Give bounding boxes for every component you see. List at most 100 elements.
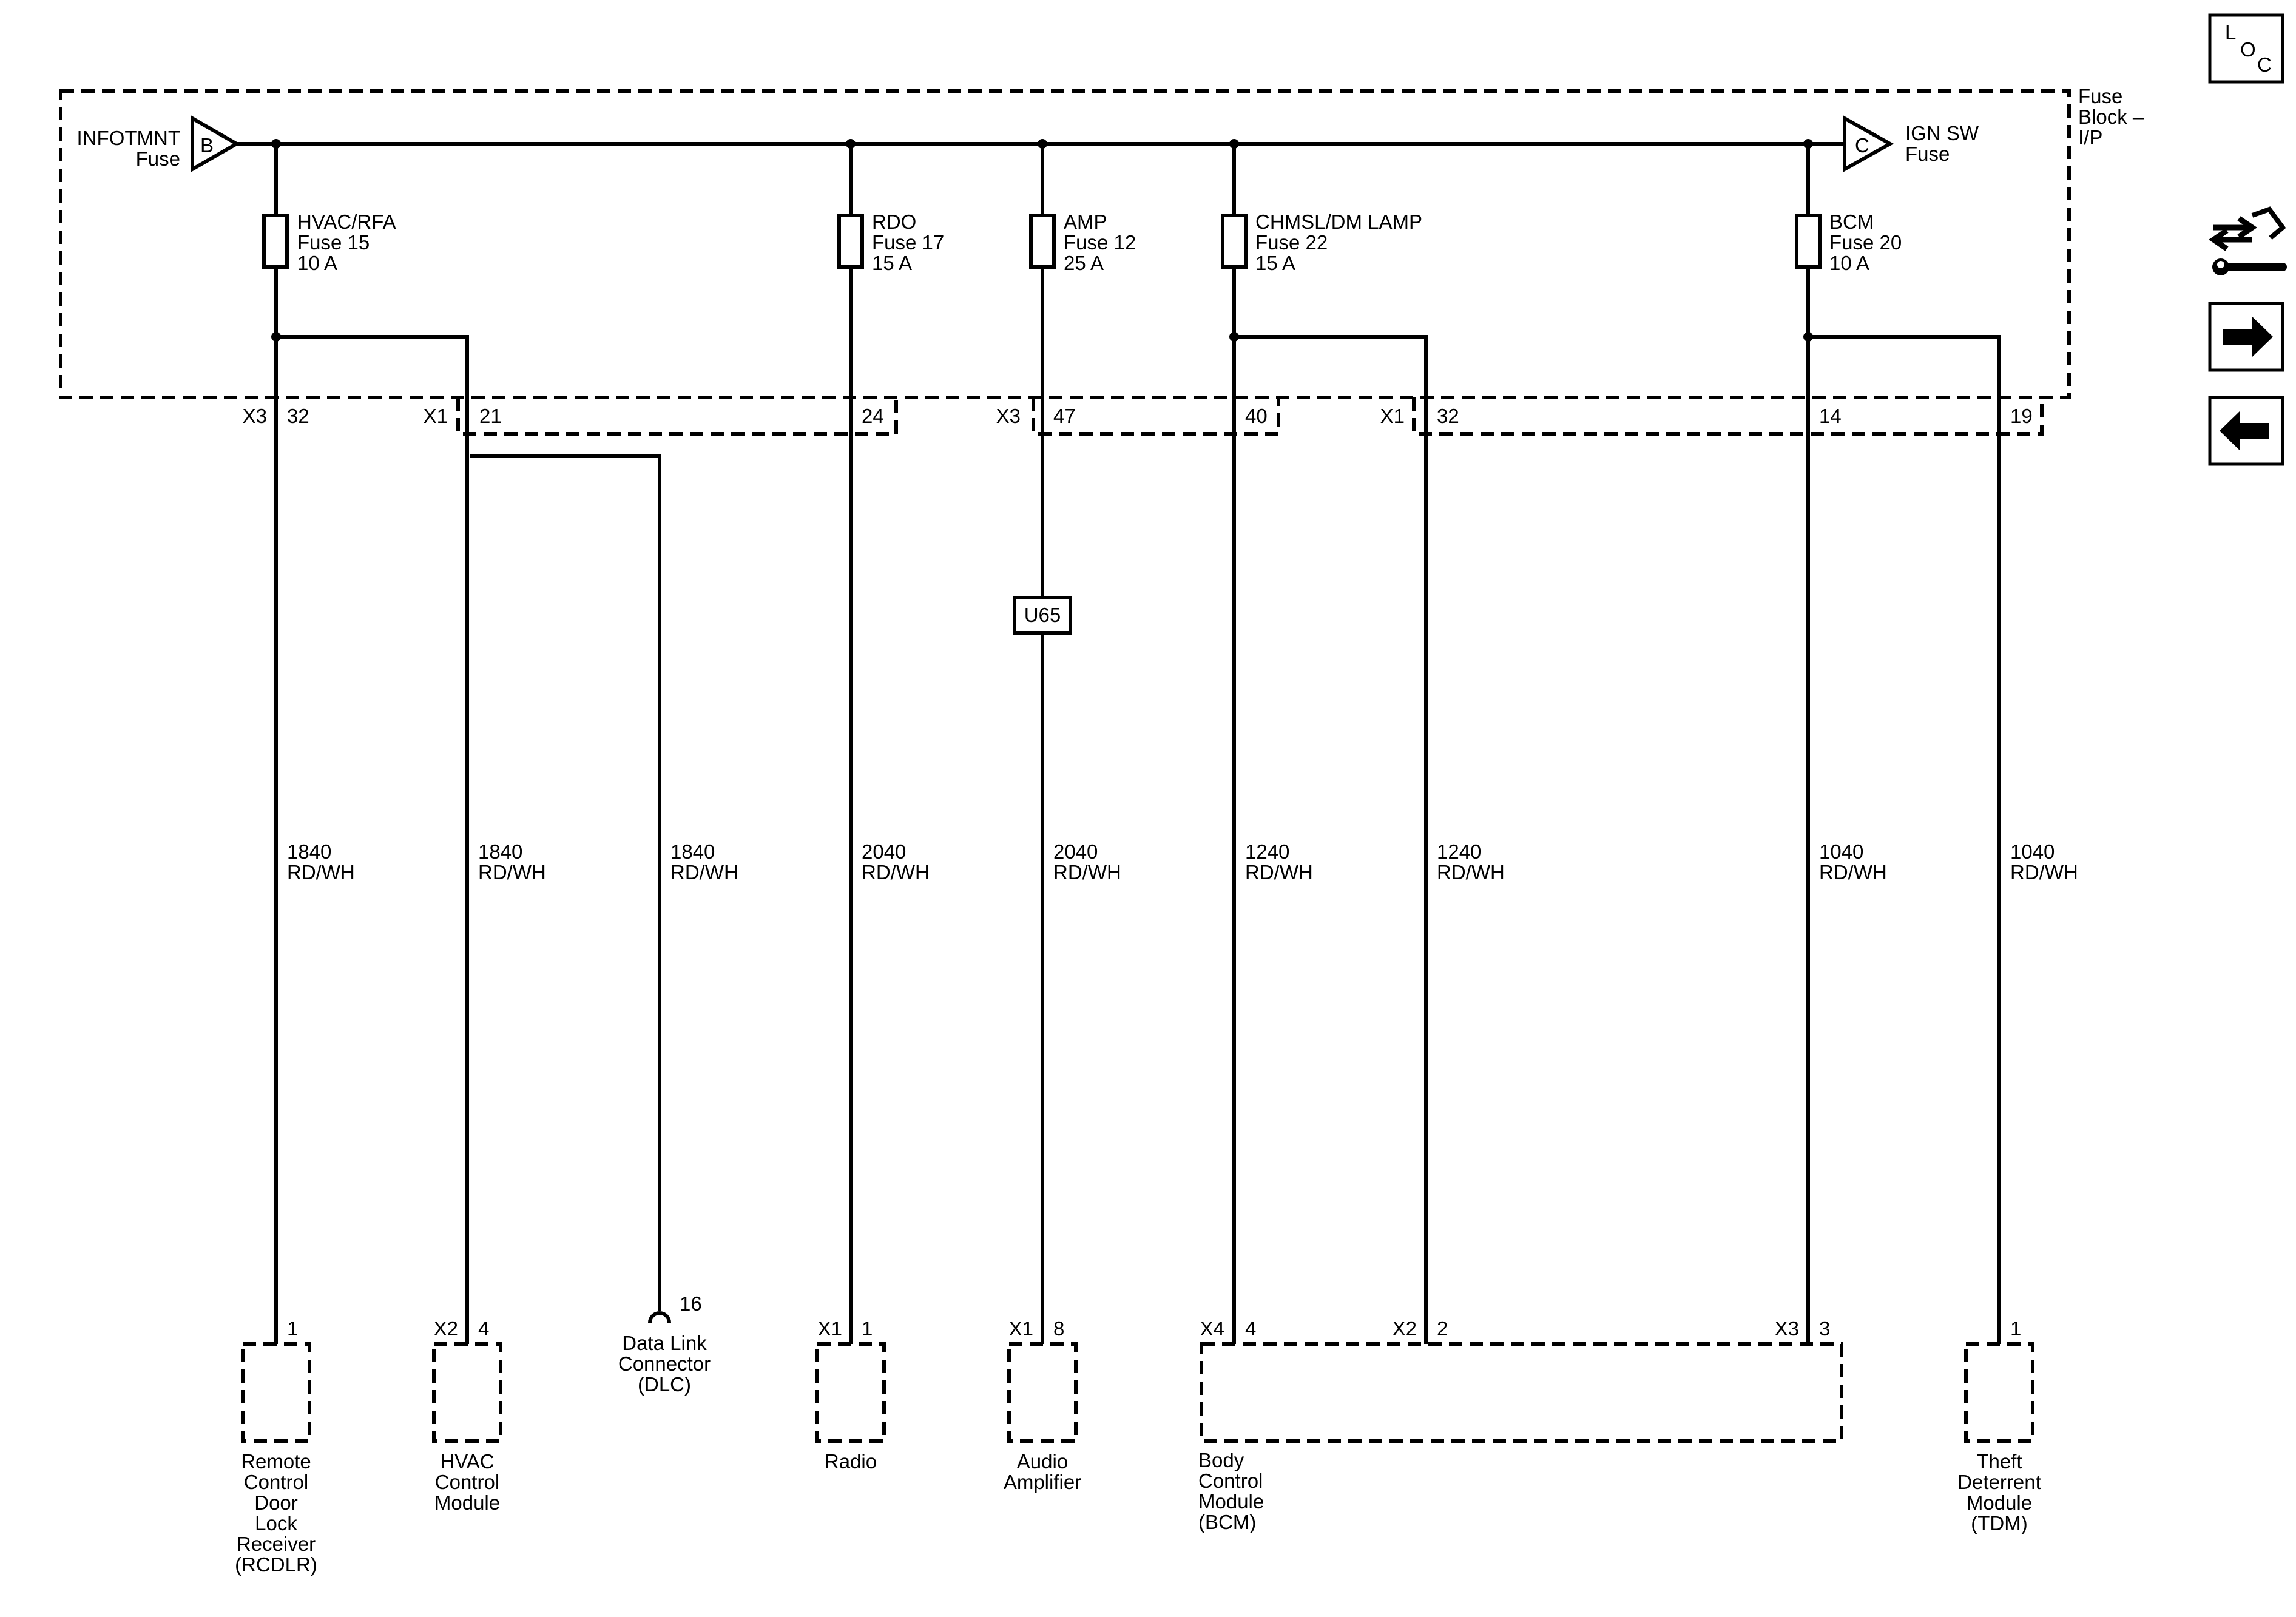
arrow-right-icon[interactable] [2208,302,2284,372]
component-label: Module [434,1491,500,1514]
loc-icon[interactable]: L O C [2208,13,2284,84]
fuse-label: 25 A [1064,252,1104,274]
component-label: (BCM) [1198,1511,1256,1533]
connector-label: X4 [1200,1317,1224,1340]
component-label: Module [1967,1491,2032,1514]
fuse-label: RDO [872,211,916,233]
pin-label: 16 [680,1292,702,1315]
connector-label: X1 [1380,405,1405,427]
wire-color: RD/WH [287,861,355,883]
fuse-block-label-3: I/P [2078,126,2102,149]
fuse-chmsl [1221,214,1248,269]
wire-hvac-module [276,335,469,1344]
fuse-label: 10 A [1829,252,1869,274]
component-label: Data Link [622,1332,707,1354]
pin-label: 2 [1437,1317,1448,1340]
component-label: (DLC) [638,1373,691,1396]
connector-label: X1 [1009,1317,1033,1340]
wire-bcm-x2 [1234,335,1428,1344]
circuit-number: 1040 [1819,840,1863,863]
wire-color: RD/WH [1245,861,1313,883]
pin-label: 1 [862,1317,873,1340]
rcdlr-module [241,1342,311,1443]
body-control-module [1200,1342,1843,1443]
component-label: Radio [825,1450,877,1473]
pin-label: 8 [1053,1317,1064,1340]
ign-sw-label-1: IGN SW [1905,122,1979,144]
component-label: Theft [1976,1450,2022,1473]
infotmnt-letter: B [200,134,214,157]
fuse-block-label-2: Block – [2078,106,2144,128]
ign-sw-source-triangle [1843,115,1894,173]
wire-color: RD/WH [478,861,546,883]
infotmnt-label-2: Fuse [136,147,180,170]
fuse-label: 10 A [297,252,337,274]
fuse-bcm [1795,214,1822,269]
fuse-label: Fuse 20 [1829,231,1902,254]
component-label: Control [1198,1470,1263,1492]
fuse-amp [1029,214,1056,269]
pin-label: 14 [1819,405,1842,427]
circuit-number: 2040 [1053,840,1098,863]
wire-color: RD/WH [2010,861,2078,883]
fuse-label: Fuse 22 [1255,231,1328,254]
infotmnt-label-1: INFOTMNT [77,127,180,149]
component-label: HVAC [440,1450,494,1473]
component-label: (RCDLR) [235,1553,317,1576]
pin-label: 19 [2010,405,2033,427]
connector-label: X1 [424,405,448,427]
infotmnt-source-triangle [191,115,241,173]
pin-label: 24 [862,405,884,427]
fuse-label: HVAC/RFA [297,211,396,233]
fuse-label: AMP [1064,211,1107,233]
fuse-rdo [837,214,864,269]
component-label: Lock [255,1512,297,1534]
ign-sw-letter: C [1855,134,1869,157]
circuit-number: 1240 [1245,840,1289,863]
wire-color: RD/WH [1437,861,1505,883]
wire-tdm [1808,335,2001,1344]
wire-color: RD/WH [1053,861,1121,883]
loc-letter-o: O [2240,38,2256,61]
circuit-number: 1240 [1437,840,1481,863]
arrow-left-icon[interactable] [2208,396,2284,466]
component-label: (TDM) [1971,1512,2027,1534]
circuit-number: 1040 [2010,840,2055,863]
pin-label: 21 [479,405,502,427]
option-code-label: U65 [1024,604,1061,626]
loc-letter-c: C [2257,53,2272,76]
connector-label: X1 [818,1317,842,1340]
fuse-hvac-rfa [262,214,289,269]
component-label: Audio [1017,1450,1068,1473]
circuit-number: 1840 [478,840,522,863]
audio-amplifier-module [1007,1342,1078,1443]
fuse-label: Fuse 15 [297,231,370,254]
connector-label: X3 [243,405,267,427]
dlc-terminal [648,1311,671,1323]
loc-letter-l: L [2225,21,2236,44]
component-label: Remote [241,1450,311,1473]
option-u65-box [1013,596,1072,635]
connector-label: X2 [1393,1317,1417,1340]
connector-info-icon[interactable] [2209,206,2287,275]
fuse-label: CHMSL/DM LAMP [1255,211,1422,233]
circuit-number: 1840 [670,840,715,863]
connector-label: X3 [996,405,1021,427]
ign-sw-label-2: Fuse [1905,143,1950,165]
fuse-label: 15 A [1255,252,1295,274]
wire-color: RD/WH [862,861,930,883]
component-label: Deterrent [1957,1471,2041,1493]
wire-color: RD/WH [670,861,738,883]
pin-label: 32 [1437,405,1459,427]
component-label: Module [1198,1490,1264,1513]
component-label: Receiver [237,1533,316,1555]
component-label: Body [1198,1449,1244,1471]
hvac-control-module [432,1342,502,1443]
circuit-number: 1840 [287,840,331,863]
pin-label: 3 [1819,1317,1830,1340]
fuse-block-label-1: Fuse [2078,85,2122,107]
pin-label: 4 [478,1317,489,1340]
component-label: Amplifier [1004,1471,1081,1493]
component-label: Door [254,1491,298,1514]
